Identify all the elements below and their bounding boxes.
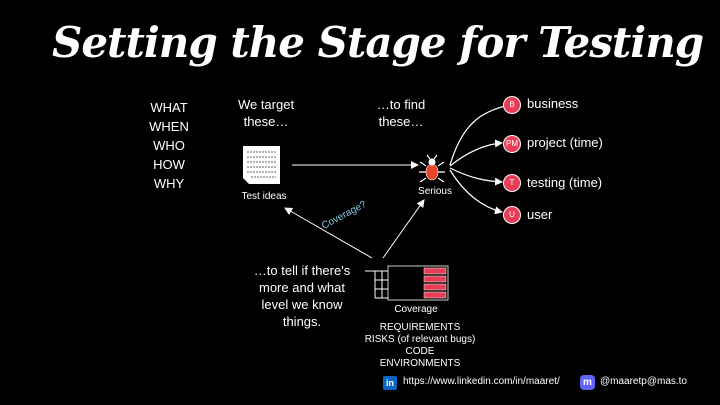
coverage-type-risks: RISKS (of relevant bugs) [364, 334, 476, 345]
linkedin-icon: in [383, 376, 397, 390]
test-ideas-label: Test ideas [241, 191, 287, 202]
coverage-type-environments: ENVIRONMENTS [379, 358, 461, 369]
impact-project: project (time) [527, 135, 603, 150]
arrow-to-project [449, 139, 503, 167]
arrow-coverage-to-bug [382, 199, 425, 259]
question-what: WHAT [150, 100, 188, 115]
find-text: …to find these… [376, 97, 426, 129]
question-who: WHO [153, 138, 185, 153]
arrow-to-testing [449, 167, 503, 186]
document-icon [243, 146, 280, 184]
arrow-coverage-to-ideas [284, 207, 373, 259]
coverage-label: Coverage [394, 304, 438, 315]
arrow-to-business [449, 101, 516, 166]
impact-user: user [527, 207, 553, 222]
badge-business: B [503, 96, 521, 114]
coverage-type-code: CODE [405, 346, 435, 357]
coverage-type-requirements: REQUIREMENTS [379, 322, 461, 333]
serious-label: Serious [418, 186, 452, 197]
tell-text: …to tell if there's more and what level … [253, 263, 351, 329]
badge-user: U [503, 206, 521, 224]
mastodon-icon: m [580, 375, 595, 390]
impact-testing: testing (time) [527, 175, 603, 190]
questions-list: WHAT WHEN WHO HOW WHY [140, 98, 198, 193]
badge-testing: T [503, 174, 521, 192]
slide-title: Setting the Stage for Testing [52, 18, 704, 67]
question-how: HOW [153, 157, 185, 172]
question-why: WHY [153, 176, 185, 191]
impact-business: business [527, 96, 579, 111]
arrow-to-user [449, 169, 503, 215]
coverage-types: REQUIREMENTS RISKS (of relevant bugs) CO… [345, 322, 495, 370]
linkedin-link[interactable]: https://www.linkedin.com/in/maaret/ [403, 376, 560, 387]
bug-icon [419, 154, 445, 183]
question-when: WHEN [149, 119, 189, 134]
target-text: We target these… [237, 97, 295, 129]
badge-project: PM [503, 135, 521, 153]
coverage-tree-icon [365, 265, 449, 301]
mastodon-handle[interactable]: @maaretp@mas.to [600, 376, 687, 387]
